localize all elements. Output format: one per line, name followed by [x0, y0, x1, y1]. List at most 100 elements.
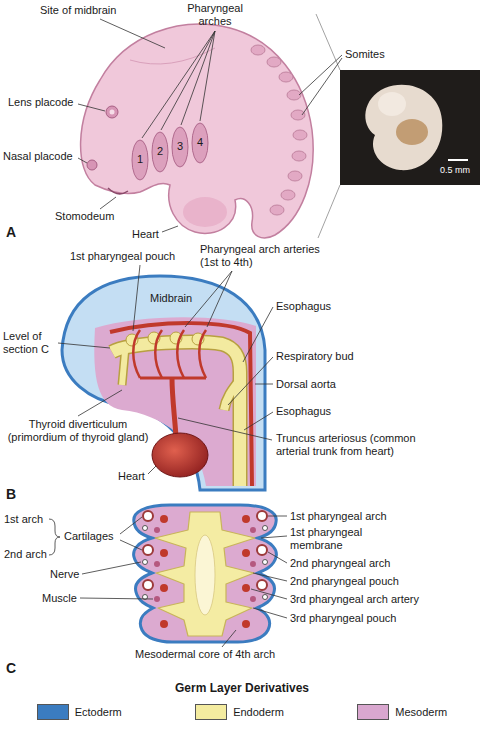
arch-contents [160, 584, 168, 592]
legend-item: Mesoderm [357, 704, 447, 720]
leader-line [244, 412, 273, 430]
embryo-drawing [281, 190, 295, 200]
zoom-line [316, 14, 340, 70]
leader-line [228, 357, 273, 405]
embryo-drawing [132, 140, 148, 180]
arch-contents [143, 545, 153, 555]
leader-line [161, 31, 215, 130]
leader-line [133, 265, 140, 331]
leader-line [49, 19, 342, 647]
arch-contents [257, 511, 267, 521]
embryo-drawing [81, 24, 314, 238]
embryo-photo [448, 159, 468, 161]
embryo-drawing [87, 160, 97, 170]
callout-number: 1 [135, 153, 145, 166]
leader-line [78, 390, 122, 416]
arch-contents [154, 596, 160, 602]
arch-contents [263, 526, 268, 531]
part-label: Lens placode [8, 96, 73, 109]
embryo-drawing [288, 171, 302, 181]
legend-swatch [37, 704, 69, 720]
embryo-drawing [293, 130, 307, 140]
zoom-line [316, 14, 340, 238]
legend-item: Ectoderm [37, 704, 122, 720]
leader-line [251, 589, 287, 599]
embryo-drawing [287, 90, 301, 100]
legend-label: Ectoderm [75, 706, 122, 718]
part-label: Esophagus [276, 405, 331, 418]
part-label: 1st arch [4, 513, 43, 526]
embryo-drawing [270, 205, 284, 215]
sagittal-section [94, 317, 256, 486]
part-label: Somites [345, 48, 385, 61]
part-label: Muscle [42, 592, 77, 605]
part-label: 2nd arch [4, 548, 47, 561]
leader-line [302, 58, 342, 115]
arch-contents [160, 515, 168, 523]
leader-line [268, 552, 287, 563]
sagittal-section [152, 433, 208, 477]
embryo-drawing [192, 123, 208, 163]
sagittal-section [110, 323, 252, 486]
sagittal-section [112, 342, 240, 486]
part-label: Nerve [50, 568, 79, 581]
arch-contents [250, 596, 256, 602]
embryo-drawing [81, 24, 314, 238]
cross-section [155, 512, 255, 636]
arch-contents [143, 560, 148, 565]
leader-line [80, 598, 153, 599]
sagittal-section [199, 330, 206, 378]
part-label: Thyroid diverticulum (primordium of thyr… [3, 418, 153, 444]
arch-contents [250, 561, 256, 567]
sagittal-section [62, 276, 265, 490]
part-label: 1st pharyngeal membrane [290, 526, 390, 552]
legend-swatch [357, 704, 389, 720]
legend-swatch [195, 704, 227, 720]
part-label: Nasal placode [3, 150, 73, 163]
leader-line [181, 31, 215, 125]
part-label: Level of section C [3, 330, 55, 356]
leader-line [142, 31, 215, 138]
leader-line [148, 466, 156, 474]
leader-line [200, 31, 215, 121]
leader-line [120, 517, 142, 534]
embryo-drawing [172, 127, 188, 167]
embryo-photo [340, 70, 480, 185]
embryo-drawing [279, 72, 293, 82]
part-label: 1st pharyngeal pouch [70, 250, 175, 263]
leader-line [255, 384, 273, 385]
sagittal-section [177, 330, 184, 378]
embryo-drawing [291, 110, 305, 120]
leader-line [178, 418, 272, 440]
sagittal-section [133, 330, 140, 378]
leader-line [58, 343, 110, 348]
leader-line [268, 516, 287, 517]
callout-number: 4 [195, 136, 205, 149]
arch-contents [257, 580, 267, 590]
embryo-drawing [108, 188, 128, 194]
leader-line [49, 519, 60, 555]
embryo-drawing [152, 132, 168, 172]
part-label: Truncus arteriosus (common arterial trun… [276, 432, 431, 458]
leader-line [243, 307, 273, 362]
part-label: Site of midbrain [40, 4, 116, 17]
leader-line [78, 104, 105, 111]
embryo-photo [340, 70, 480, 185]
cross-section [195, 535, 215, 615]
embryo-drawing [110, 110, 115, 115]
sagittal-section [155, 330, 162, 378]
panel-letter: C [6, 662, 16, 675]
embryo-drawing [292, 151, 306, 161]
scale-label: 0.5 mm [440, 164, 470, 177]
part-label: Heart [132, 228, 159, 241]
sagittal-section [62, 276, 265, 490]
arch-contents [250, 527, 256, 533]
leader-line [100, 197, 116, 209]
arch-contents [242, 549, 250, 557]
arch-contents [242, 584, 250, 592]
sagittal-section [172, 378, 176, 436]
leader-line [222, 630, 236, 647]
embryo-drawing [183, 197, 227, 227]
